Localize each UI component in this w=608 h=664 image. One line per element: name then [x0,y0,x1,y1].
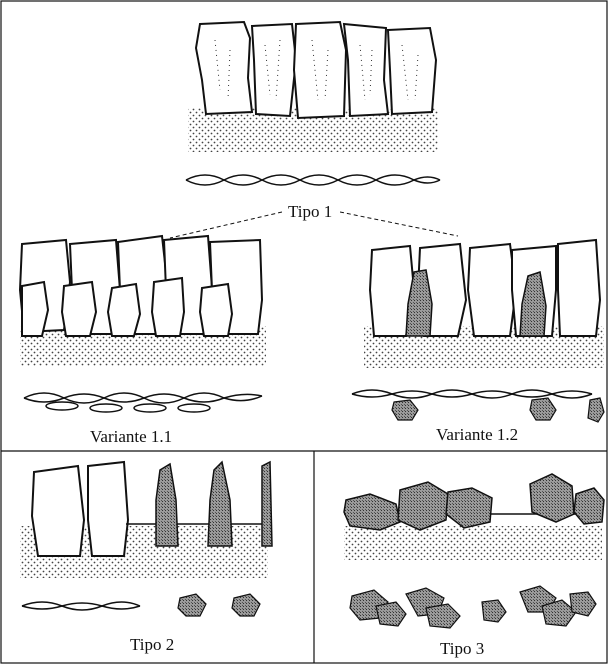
tipo3-dark-cells [344,474,604,530]
tipo2-illustration [20,462,272,616]
tipo1-cells [196,22,436,118]
tipo1-endothelium [186,175,440,185]
variante12-label: Variante 1.2 [436,426,518,443]
variante12-illustration [352,240,604,422]
tipo1-illustration [186,22,440,185]
variante12-dark-nodules [392,398,604,422]
tipo1-label: Tipo 1 [288,203,332,220]
variante12-endothelium [352,390,592,398]
tipo2-label: Tipo 2 [130,636,174,653]
variante11-endothelium [24,393,262,412]
tipo3-label: Tipo 3 [440,640,484,657]
tipo3-basal-layer [344,526,602,560]
variante11-illustration [20,236,266,412]
tipo2-light-cells [32,462,128,556]
tipo2-endothelium [22,602,140,610]
tipo3-dark-nodules [350,586,596,628]
tipo3-illustration [344,474,604,628]
variante12-light-cells [370,240,600,336]
tipo2-dark-nodules [178,594,260,616]
variante11-label: Variante 1.1 [90,428,172,445]
